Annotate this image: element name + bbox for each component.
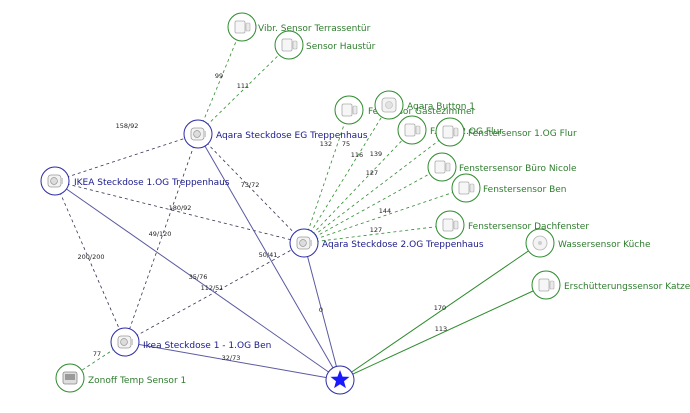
node-label: Fenstersensor Ben [483,185,566,195]
node-label: Erschütterungssensor Katzenklappe [564,282,690,292]
button-icon [381,97,397,113]
edge-label: 132 [320,140,332,148]
edge-aq-2og-fs-2og[interactable] [303,129,413,244]
edge-label: 139 [370,150,382,158]
node-fs-ben[interactable]: Fenstersensor Ben [451,173,566,203]
node-label: F... ...r 2.OG Flur [430,127,503,137]
node-label: Vibr. Sensor Terrassentür [258,24,371,34]
edge-aq-eg-vibr[interactable] [197,26,243,135]
node-label: Aqara Button 1 [407,102,475,112]
node-label: Fenstersensor Dachfenster [468,222,589,232]
node-fs-1og[interactable]: Fenstersensor 1.OG Flur [435,117,577,147]
edge-aq-2og-fs-nicole[interactable] [303,166,443,244]
edge-label: 112/51 [201,284,224,292]
edge-coordinator-erschuett[interactable] [339,284,547,381]
edge-aq-2og-fs-dach[interactable] [303,224,451,244]
edge-aq-2og-fs-ben[interactable] [303,187,467,244]
edge-label: 180/92 [169,204,192,212]
node-erschuett[interactable]: Erschütterungssensor Katzenklappe [531,270,690,300]
edge-label: 75 [342,140,350,148]
edge-label: 77 [93,350,101,358]
node-vibr[interactable]: Vibr. Sensor Terrassentür [227,12,371,42]
node-fs-nicole[interactable]: Fenstersensor Büro Nicole [427,152,577,182]
door-sensor-icon [458,181,475,195]
node-aqara-button[interactable]: Aqara Button 1 [374,90,475,120]
door-sensor-icon [442,218,459,232]
water-sensor-icon [532,235,548,251]
door-sensor-icon [281,38,298,52]
edge-label: 111 [237,82,249,90]
edge-label: 73/72 [241,181,260,189]
edge-label: 127 [366,169,378,177]
edge-aq-2og-gaestezimmer[interactable] [303,109,350,244]
edge-label: 200/200 [77,253,104,261]
edge-ikea-1og-aq-2og[interactable] [54,180,305,244]
node-label: IKEA Steckdose 1.OG Treppenhaus [74,178,230,188]
smart-plug-icon [190,127,206,141]
node-fs-2og[interactable]: F... ...r 2.OG Flur [397,115,503,145]
edge-ikea-ben-coordinator[interactable] [124,341,341,381]
temperature-sensor-icon [62,371,78,385]
edge-label: 32/73 [222,354,241,362]
edge-labels-layer: 99 111 158/92 180/92 73/72 49/120 200/200 112/5… [77,72,447,362]
node-gaestezimmer[interactable]: Fe... ...sor Gästezimmer [334,95,476,125]
edge-label: 127 [370,226,382,234]
edge-coordinator-wasser[interactable] [339,242,541,381]
edge-aq-eg-aq-2og[interactable] [197,133,305,244]
edge-aq-eg-ikea-ben[interactable] [124,133,199,343]
node-ikea-ben[interactable]: Ikea Steckdose 1 - 1.OG Ben [110,327,271,357]
edge-aq-2og-fs-1og[interactable] [303,131,451,244]
door-sensor-icon [442,125,459,139]
node-label: Fenstersensor 1.OG Flur [468,129,577,139]
edge-label: 50/41 [259,251,278,259]
edge-aq-eg-coordinator[interactable] [197,133,341,381]
smart-plug-icon [296,236,312,250]
node-fs-dach[interactable]: Fenstersensor Dachfenster [435,210,589,240]
node-wasser[interactable]: Wassersensor Küche [525,228,651,258]
edge-ikea-1og-ikea-ben[interactable] [54,180,126,343]
edge-label: 170 [434,304,446,312]
edges-layer [54,26,547,381]
edge-label: 99 [215,72,223,80]
door-sensor-icon [404,123,421,137]
node-label: Sensor Haustür [306,42,376,52]
door-sensor-icon [434,160,451,174]
node-ikea-1og[interactable]: IKEA Steckdose 1.OG Treppenhaus [40,166,230,196]
node-label: Aqara Steckdose 2.OG Treppenhaus [322,240,484,250]
door-sensor-icon [341,103,358,117]
node-label: Wassersensor Küche [558,240,651,250]
node-aq-2og[interactable]: Aqara Steckdose 2.OG Treppenhaus [289,228,484,258]
edge-ikea-1og-coordinator[interactable] [54,180,341,381]
edge-label: 116 [351,151,363,159]
edge-label: 49/120 [149,230,172,238]
node-label: Aqara Steckdose EG Treppenhaus [216,131,368,141]
node-aq-eg[interactable]: Aqara Steckdose EG Treppenhaus [183,119,368,149]
edge-ikea-1og-aq-eg[interactable] [54,133,199,182]
smart-plug-icon [47,174,63,188]
sensor-icon [234,20,251,34]
node-label: Fenstersensor Büro Nicole [459,164,577,174]
edge-label: 144 [379,207,391,215]
sensor-icon [538,278,555,292]
smart-plug-icon [117,335,133,349]
node-label: Ikea Steckdose 1 - 1.OG Ben [143,341,271,351]
node-label: Zonoff Temp Sensor 1 [88,376,186,386]
star-icon [330,370,350,389]
edge-label: 158/92 [116,122,139,130]
edge-label: 35/76 [189,273,208,281]
node-haustuer[interactable]: Sensor Haustür [274,30,376,60]
edge-aq-2og-coordinator[interactable] [303,242,341,381]
node-coordinator[interactable] [325,365,355,395]
node-zonoff[interactable]: Zonoff Temp Sensor 1 [55,363,186,393]
edge-label: 0 [319,306,323,314]
edge-label: 113 [435,325,447,333]
node-label: Fe... ...sor Gästezimmer [368,107,476,117]
